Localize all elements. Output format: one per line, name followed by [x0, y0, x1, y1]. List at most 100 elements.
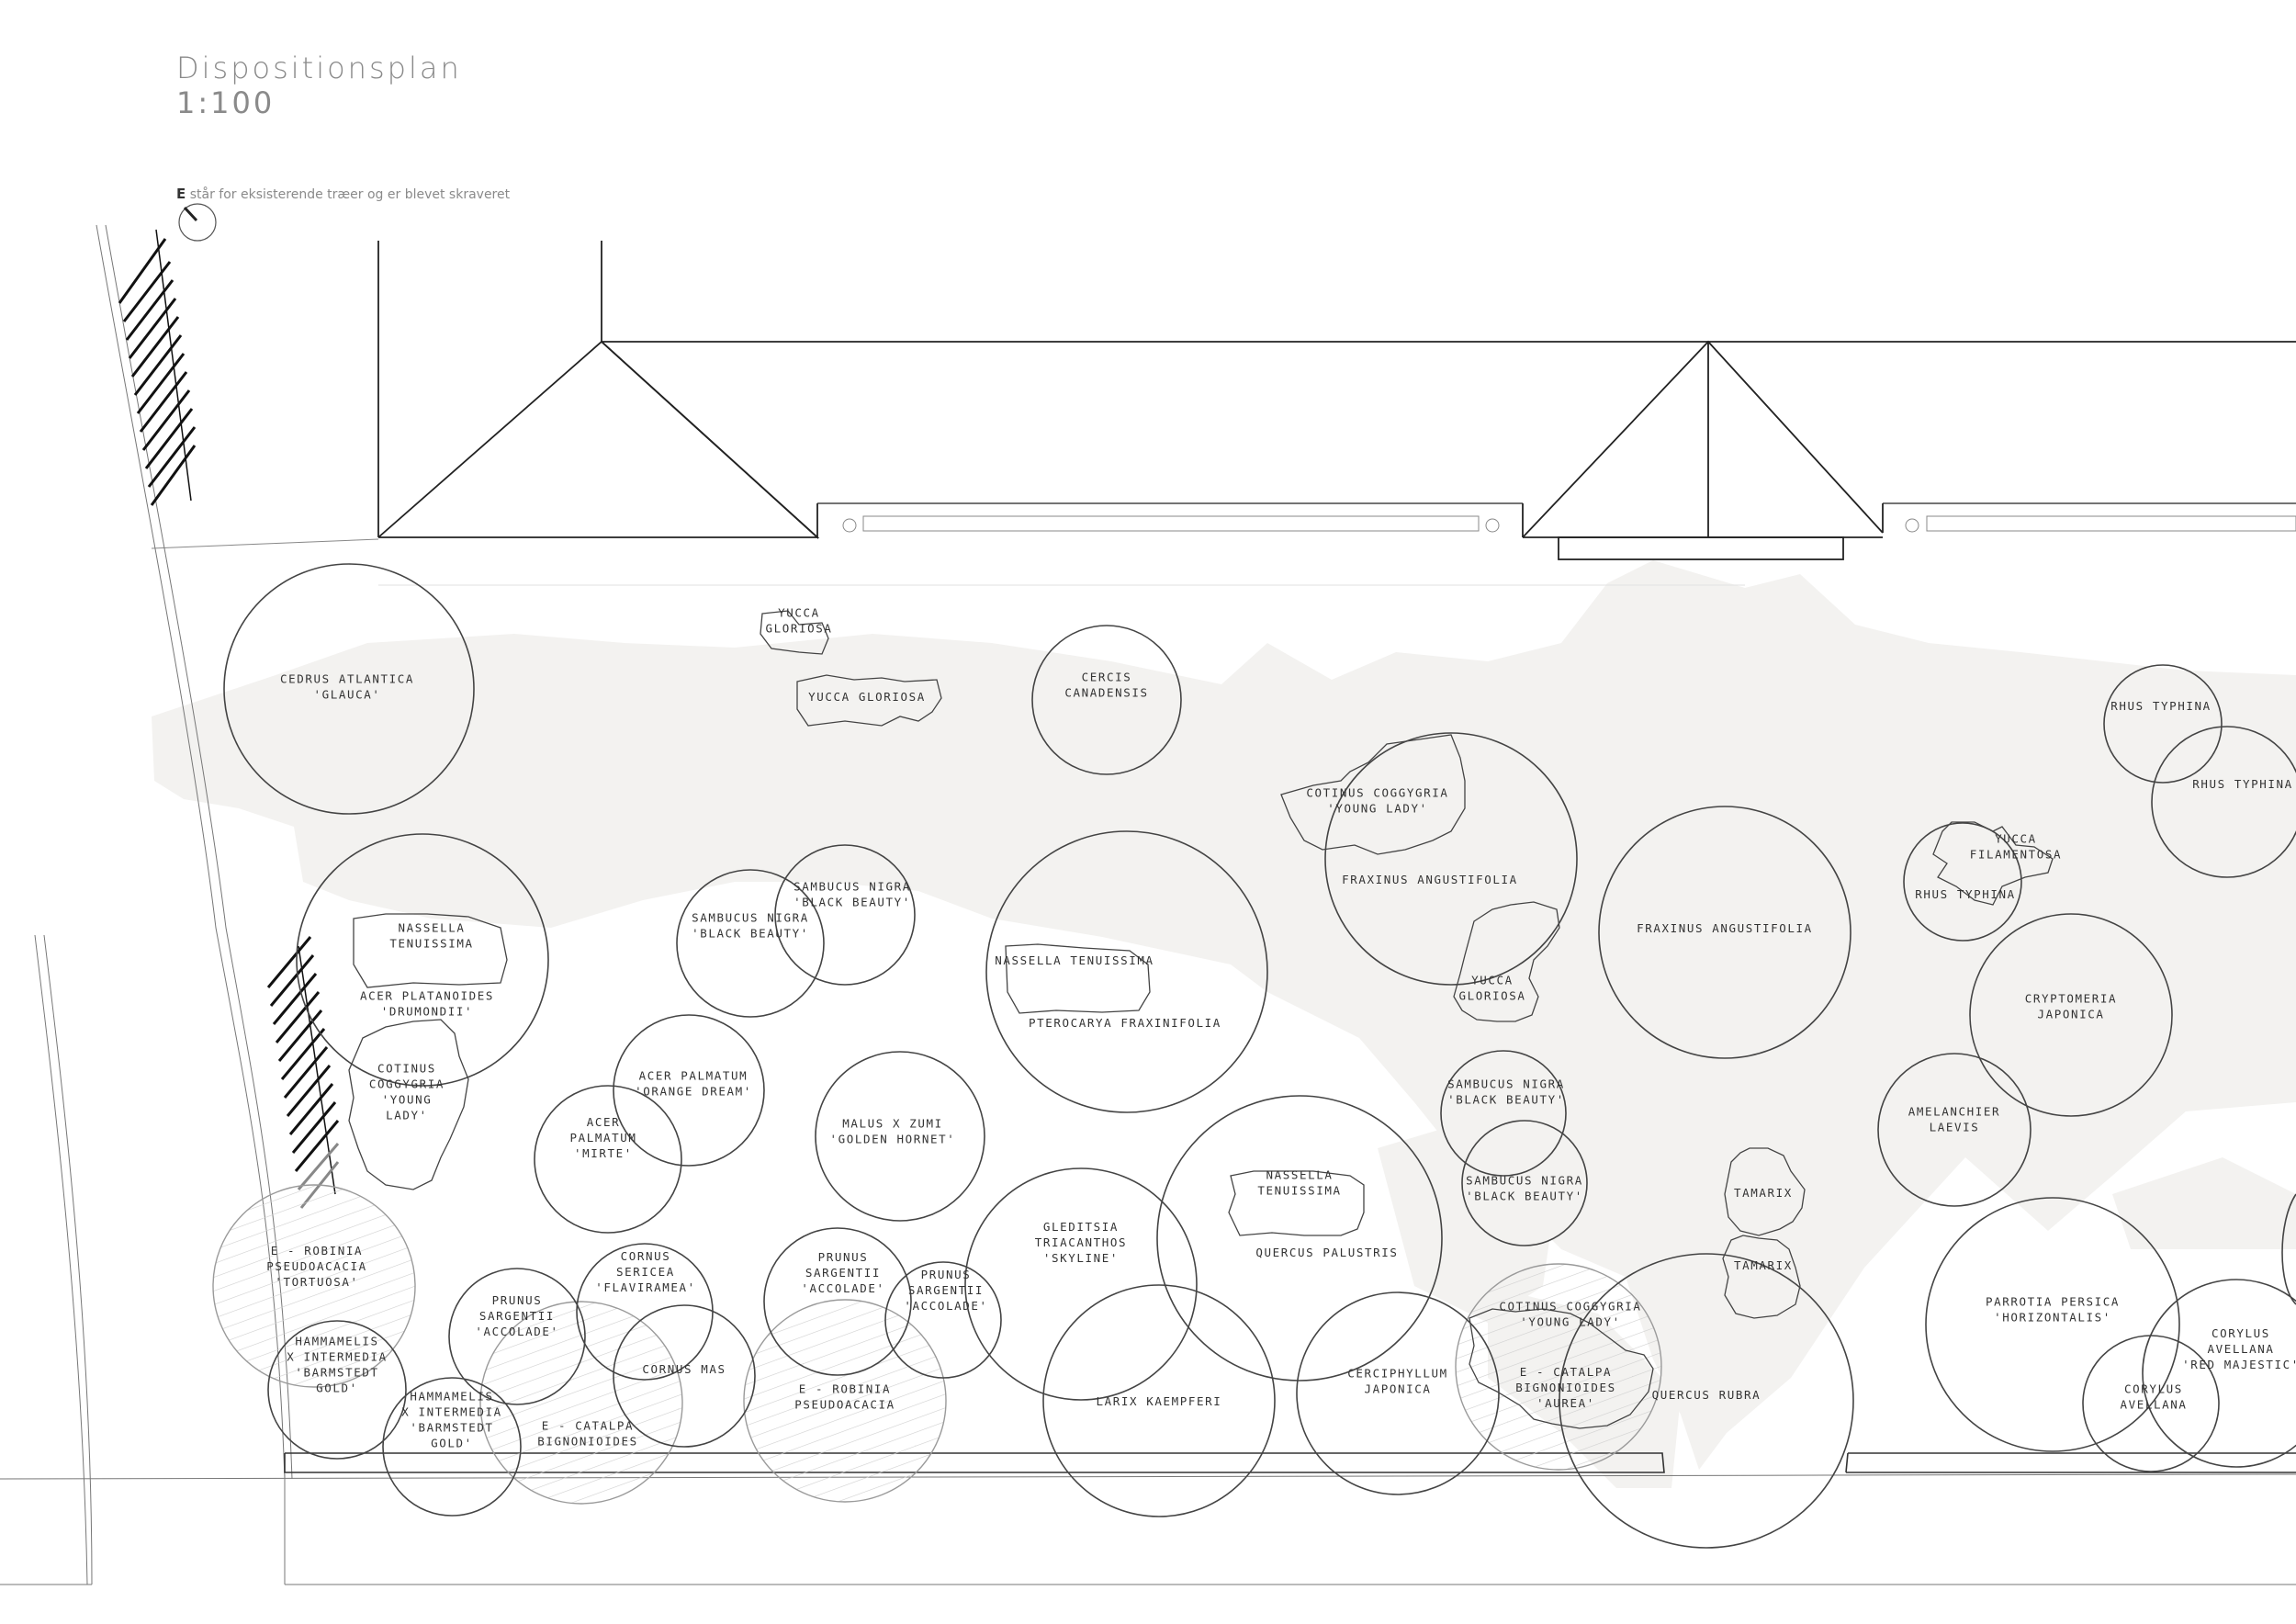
label-line: PSEUDOACACIA	[266, 1259, 367, 1273]
label-line: COTINUS COGGYGRIA	[1306, 786, 1448, 800]
label-line: FRAXINUS ANGUSTIFOLIA	[1342, 873, 1518, 886]
label-tamarix-2: TAMARIX	[1734, 1258, 1793, 1272]
label-line: 'BLACK BEAUTY'	[793, 896, 911, 909]
plan-scale: 1:100	[176, 85, 276, 120]
label-cotinus-1: COTINUS COGGYGRIA 'YOUNG LADY'	[1306, 786, 1448, 816]
label-line: AVELLANA	[2207, 1342, 2274, 1356]
label-line: SAMBUCUS NIGRA	[1466, 1174, 1583, 1188]
label-line: FILAMENTOSA	[1970, 848, 2062, 862]
label-acer-palm-1: ACER PALMATUM'ORANGE DREAM'	[635, 1069, 752, 1099]
tree-acer-palmatum-2	[534, 1085, 682, 1234]
outline-nassella-3	[1228, 1170, 1365, 1236]
outline-nassella-2	[1005, 943, 1151, 1014]
label-line: 'HORIZONTALIS'	[1994, 1311, 2111, 1325]
label-line: RHUS TYPHINA	[2192, 777, 2293, 791]
label-line: RHUS TYPHINA	[2110, 699, 2212, 713]
label-line: COGGYGRIA	[369, 1077, 445, 1091]
label-sambucus-2: SAMBUCUS NIGRA 'BLACK BEAUTY'	[793, 880, 911, 909]
label-yucca-2: YUCCA GLORIOSA	[808, 690, 926, 704]
label-line: 'YOUNG LADY'	[1520, 1315, 1621, 1329]
label-line: GLORIOSA	[765, 622, 832, 636]
label-fraxinus-1: FRAXINUS ANGUSTIFOLIA	[1342, 873, 1518, 886]
label-line: 'BLACK BEAUTY'	[692, 927, 809, 941]
label-line: COTINUS	[377, 1062, 436, 1076]
tree-hamamelis-2	[382, 1377, 522, 1517]
label-line: CORYLUS	[2212, 1326, 2270, 1340]
tree-fraxinus-1	[1324, 732, 1578, 986]
label-line: 'BLACK BEAUTY'	[1447, 1093, 1565, 1107]
label-line: 'BLACK BEAUTY'	[1466, 1190, 1583, 1203]
label-line: FRAXINUS ANGUSTIFOLIA	[1637, 921, 1813, 935]
label-line: PRUNUS	[818, 1250, 869, 1264]
label-line: HAMMAMELIS	[295, 1335, 378, 1348]
tree-cryptomeria	[1969, 913, 2173, 1117]
label-line: PRUNUS	[921, 1268, 972, 1281]
label-line: PRUNUS	[492, 1293, 543, 1307]
label-line: 'RED MAJESTIC'	[2182, 1358, 2296, 1371]
label-tamarix-1: TAMARIX	[1734, 1186, 1793, 1200]
label-line: LADY'	[386, 1109, 428, 1122]
label-line: QUERCUS PALUSTRIS	[1255, 1246, 1398, 1259]
label-line: JAPONICA	[2037, 1008, 2104, 1021]
tree-larix	[1042, 1284, 1276, 1517]
label-line: RHUS TYPHINA	[1915, 887, 2016, 901]
outline-yucca-4	[1453, 901, 1560, 1022]
label-rhus-3: RHUS TYPHINA	[1915, 887, 2016, 901]
label-line: TAMARIX	[1734, 1258, 1793, 1272]
label-line: X INTERMEDIA	[287, 1350, 388, 1364]
label-line: ACER PLATANOIDES	[360, 989, 494, 1003]
outline-yucca-1	[760, 610, 829, 655]
label-line: X INTERMEDIA	[401, 1405, 502, 1419]
outline-tamarix-1	[1724, 1147, 1806, 1236]
label-line: NASSELLA	[398, 921, 465, 935]
label-line: 'YOUNG LADY'	[1327, 802, 1428, 816]
label-line: 'SKYLINE'	[1043, 1251, 1119, 1265]
tree-pterocarya	[985, 830, 1268, 1113]
tree-prunus-2	[763, 1227, 912, 1376]
label-line: SARGENTII	[805, 1266, 881, 1280]
label-line: PSEUDOACACIA	[794, 1398, 895, 1412]
label-line: NASSELLA	[1266, 1168, 1333, 1182]
tree-canopies	[223, 563, 2296, 1549]
label-quercus-rubra: QUERCUS RUBRA	[1652, 1388, 1761, 1402]
tree-rhus-3	[1903, 822, 2022, 942]
label-line: TAMARIX	[1734, 1186, 1793, 1200]
label-line: CEDRUS ATLANTICA	[280, 672, 414, 686]
outline-cotinus-3	[1469, 1308, 1654, 1429]
label-line: GOLD'	[431, 1437, 473, 1450]
label-line: GOLD'	[316, 1382, 358, 1395]
tree-corylus-1	[2142, 1279, 2296, 1468]
label-fraxinus-2: FRAXINUS ANGUSTIFOLIA	[1637, 921, 1813, 935]
tree-quercus-palustris	[1156, 1095, 1443, 1382]
label-line: SAMBUCUS NIGRA	[1447, 1077, 1565, 1091]
label-line: AVELLANA	[2120, 1398, 2187, 1412]
label-rhus-1: RHUS TYPHINA	[2110, 699, 2212, 713]
outline-tamarix-2	[1722, 1235, 1801, 1319]
tree-amelanchier	[1877, 1053, 2032, 1207]
outline-nassella-1	[353, 913, 508, 988]
tree-cedrus	[223, 563, 475, 815]
label-line: LAEVIS	[1930, 1121, 1980, 1134]
label-line: CERCIS	[1082, 671, 1132, 684]
label-line: SAMBUCUS NIGRA	[692, 911, 809, 925]
tree-cornus-mas	[613, 1304, 756, 1448]
label-line: BIGNONIOIDES	[537, 1435, 638, 1449]
label-line: GLEDITSIA	[1043, 1220, 1119, 1234]
label-line: ACER PALMATUM	[639, 1069, 748, 1083]
label-line: NASSELLA TENUISSIMA	[995, 953, 1154, 967]
label-line: SAMBUCUS NIGRA	[793, 880, 911, 894]
label-line: YUCCA	[1471, 974, 1514, 987]
label-line: 'ACCOLADE'	[475, 1325, 558, 1338]
tree-sambucus-1	[676, 869, 825, 1018]
